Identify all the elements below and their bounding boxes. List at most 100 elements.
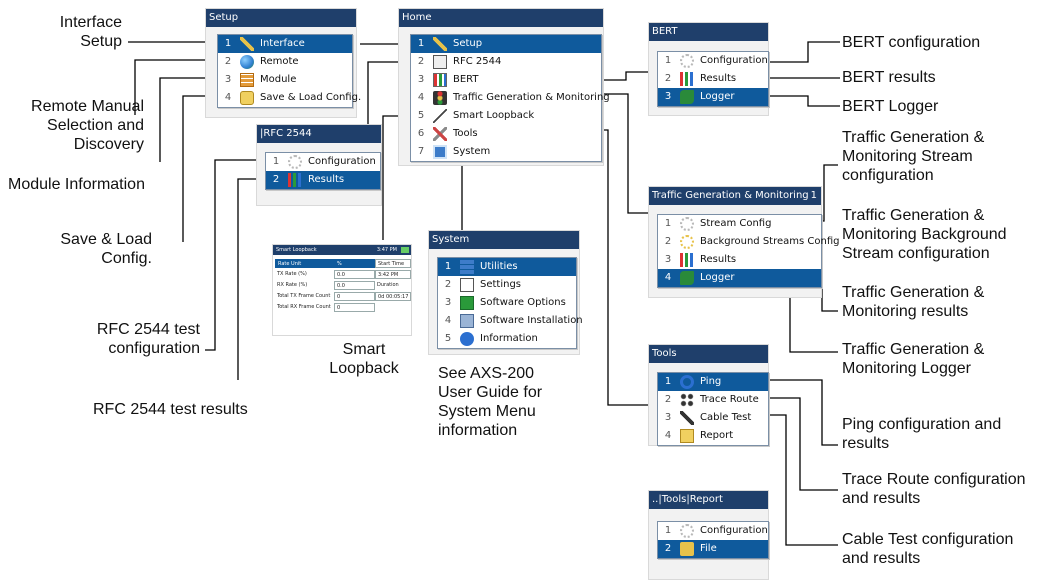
loopback-icon bbox=[433, 109, 447, 123]
globe-icon bbox=[240, 55, 254, 69]
callout-module-information: Module Information bbox=[8, 176, 145, 193]
gear-icon bbox=[680, 217, 694, 231]
tools-title: Tools bbox=[649, 345, 768, 363]
callout-rfc-test-config: RFC 2544 test configuration bbox=[96, 321, 200, 357]
file-icon bbox=[680, 542, 694, 556]
bert-icon bbox=[433, 73, 447, 87]
smart-loopback-table: Rate Unit % Start Time TX Rate (%) 0.0 3… bbox=[275, 259, 411, 333]
callout-tgm-results: Traffic Generation & Monitoring results bbox=[842, 284, 985, 320]
rfc-title: |RFC 2544 bbox=[257, 125, 381, 143]
callout-bert-configuration: BERT configuration bbox=[842, 34, 981, 51]
callout-smart-loopback: Smart Loopback bbox=[329, 341, 399, 377]
callout-rfc-test-results: RFC 2544 test results bbox=[93, 401, 248, 418]
rfc-icon bbox=[433, 55, 447, 69]
callout-trace-route: Trace Route configuration and results bbox=[842, 471, 1026, 507]
system-icon bbox=[433, 145, 447, 159]
report-title: ..|Tools|Report bbox=[649, 491, 768, 509]
utilities-icon bbox=[460, 260, 474, 274]
tgm-title: Traffic Generation & Monitoring 1 bbox=[649, 187, 821, 205]
gear-icon bbox=[680, 524, 694, 538]
wrench-icon bbox=[433, 37, 447, 51]
callout-cable-test: Cable Test configuration and results bbox=[842, 531, 1014, 567]
callout-save-load: Save & Load Config. bbox=[60, 231, 152, 267]
software-options-icon bbox=[460, 296, 474, 310]
report-icon bbox=[680, 429, 694, 443]
callout-bert-results: BERT results bbox=[842, 69, 936, 86]
bert-title: BERT bbox=[649, 23, 768, 41]
callout-tgm-background: Traffic Generation & Monitoring Backgrou… bbox=[842, 207, 1007, 262]
gear-icon bbox=[680, 235, 694, 249]
trace-route-icon bbox=[680, 393, 694, 407]
settings-icon bbox=[460, 278, 474, 292]
tools-icon bbox=[433, 127, 447, 141]
bar-chart-icon bbox=[288, 173, 302, 187]
gear-icon bbox=[288, 155, 302, 169]
save-icon bbox=[240, 91, 254, 105]
callout-see-axs: See AXS-200 User Guide for System Menu i… bbox=[438, 365, 543, 439]
gear-icon bbox=[680, 54, 694, 68]
callout-tgm-stream: Traffic Generation & Monitoring Stream c… bbox=[842, 129, 985, 184]
info-icon bbox=[460, 332, 474, 346]
setup-title: Setup bbox=[206, 9, 356, 27]
callout-tgm-logger: Traffic Generation & Monitoring Logger bbox=[842, 341, 985, 377]
battery-icon bbox=[401, 247, 409, 253]
wrench-icon bbox=[240, 37, 254, 51]
callout-remote-manual: Remote Manual Selection and Discovery bbox=[31, 98, 144, 153]
callout-bert-logger: BERT Logger bbox=[842, 98, 939, 115]
module-icon bbox=[240, 73, 254, 87]
ping-icon bbox=[680, 375, 694, 389]
bar-chart-icon bbox=[680, 72, 694, 86]
system-title: System bbox=[429, 231, 579, 249]
traffic-light-icon bbox=[433, 91, 447, 105]
